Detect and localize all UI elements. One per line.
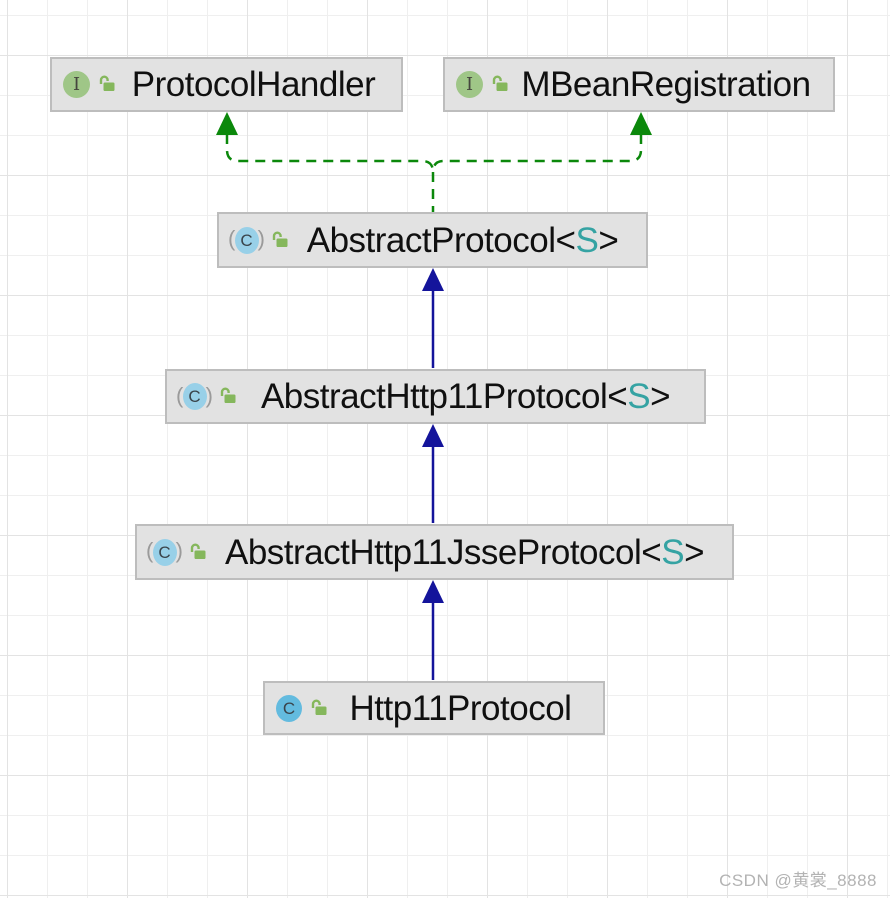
class-icon: C — [276, 694, 302, 722]
node-icons: I — [63, 71, 117, 98]
generalization-edge-abstracthttp11jsseprotocol-to-abstracthttp11protocol[interactable] — [422, 424, 444, 523]
class-icon-letter: C — [282, 698, 296, 718]
abstract-paren-close: ) — [205, 382, 213, 408]
class-icon-circle: C — [234, 226, 259, 254]
node-icons: ( C ) — [146, 538, 208, 566]
edge-line — [431, 134, 643, 173]
class-node-abstract-protocol[interactable]: ( C ) AbstractProtocol<S> — [217, 212, 648, 268]
class-icon-circle: C — [152, 538, 177, 566]
node-icons: C — [276, 694, 329, 722]
unlocked-icon — [97, 73, 117, 93]
class-node-mbean-registration[interactable]: I MBeanRegistration — [443, 57, 835, 112]
triangle-arrowhead — [422, 580, 444, 603]
class-name-label: Http11Protocol — [349, 688, 572, 728]
csdn-watermark: CSDN @黄裳_8888 — [719, 871, 877, 890]
edge-line — [225, 134, 435, 173]
unlocked-icon — [188, 541, 208, 561]
class-node-protocol-handler[interactable]: I ProtocolHandler — [50, 57, 403, 112]
generic-type-param: S — [575, 220, 599, 260]
node-icons: ( C ) — [176, 382, 238, 411]
class-node-http11-protocol[interactable]: C Http11Protocol — [263, 681, 605, 735]
interface-icon-letter: I — [465, 73, 474, 95]
class-icon-circle: C — [182, 383, 207, 410]
class-icon-letter: C — [158, 542, 171, 562]
abstract-paren-open: ( — [146, 538, 154, 564]
realization-edge-abstractprotocol-to-protocolhandler[interactable] — [216, 112, 435, 173]
generic-type-param: S — [627, 377, 651, 416]
abstract-paren-close: ) — [257, 226, 265, 252]
class-icon-letter: C — [188, 387, 201, 406]
interface-icon-letter: I — [72, 73, 81, 95]
class-name-label: ProtocolHandler — [131, 65, 376, 104]
class-name-label: AbstractHttp11Protocol<S> — [260, 377, 671, 416]
triangle-arrowhead — [422, 268, 444, 291]
triangle-arrowhead — [422, 424, 444, 447]
class-name-label: AbstractProtocol<S> — [306, 220, 619, 260]
abstract-paren-open: ( — [228, 226, 236, 252]
hollow-triangle-arrowhead — [216, 112, 238, 135]
generalization-edge-http11protocol-to-abstracthttp11jsseprotocol[interactable] — [422, 580, 444, 680]
node-icons: ( C ) — [228, 226, 290, 254]
unlocked-icon — [309, 697, 329, 717]
class-node-abstract-http11-protocol[interactable]: ( C ) AbstractHttp11Protocol<S> — [165, 369, 706, 424]
unlocked-icon — [270, 229, 290, 249]
interface-icon: I — [63, 71, 90, 98]
class-icon-letter: C — [240, 230, 253, 250]
realization-edge-abstractprotocol-to-mbeanregistration[interactable] — [431, 112, 652, 173]
abstract-class-icon: ( C ) — [176, 382, 213, 411]
unlocked-icon — [218, 385, 238, 405]
class-node-abstract-http11-jsse-protocol[interactable]: ( C ) AbstractHttp11JsseProtocol<S> — [135, 524, 734, 580]
class-name-label: MBeanRegistration — [521, 65, 811, 104]
abstract-class-icon: ( C ) — [146, 538, 183, 566]
node-icons: I — [456, 71, 510, 98]
abstract-paren-open: ( — [176, 382, 184, 408]
abstract-paren-close: ) — [175, 538, 183, 564]
class-name-label: AbstractHttp11JsseProtocol<S> — [224, 532, 705, 572]
interface-icon: I — [456, 71, 483, 98]
generalization-edge-abstracthttp11protocol-to-abstractprotocol[interactable] — [422, 268, 444, 368]
abstract-class-icon: ( C ) — [228, 226, 265, 254]
generic-type-param: S — [661, 532, 685, 572]
hollow-triangle-arrowhead — [630, 112, 652, 135]
unlocked-icon — [490, 73, 510, 93]
